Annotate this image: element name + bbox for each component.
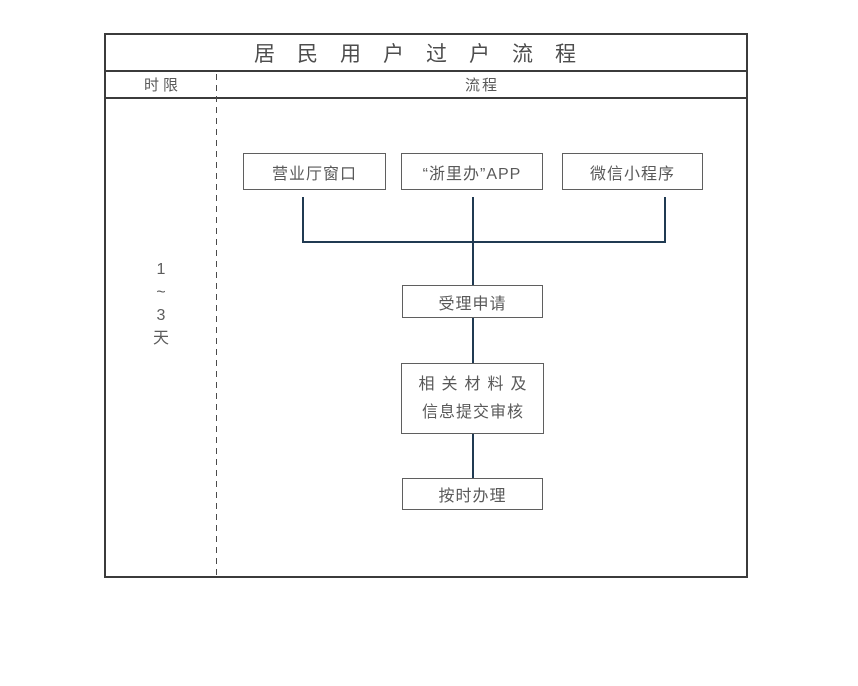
time-limit-char: 1 [156, 261, 166, 278]
channel-label: 营业厅窗口 [271, 165, 357, 183]
table-frame: 居民用户过户流程 时限 流程 1 ~ 3 天 营业厅窗口 [104, 33, 748, 578]
title-row: 居民用户过户流程 [106, 35, 746, 72]
flow-body: 1 ~ 3 天 营业厅窗口 “浙里办”APP 微信小程序 [106, 99, 746, 574]
channel-box-zheliban-app: “浙里办”APP [401, 153, 543, 190]
step-box-materials-review: 相关材料及 信息提交审核 [401, 363, 544, 434]
channel-label: 微信小程序 [589, 165, 675, 183]
time-limit-text: 1 ~ 3 天 [106, 262, 216, 347]
time-limit-char: 天 [152, 330, 169, 347]
step-box-timely-handling: 按时办理 [402, 478, 543, 510]
step-box-accept-application: 受理申请 [402, 285, 543, 318]
header-cell-time-limit: 时限 [143, 77, 182, 94]
channel-box-hall: 营业厅窗口 [243, 153, 386, 190]
step-label-line2: 信息提交审核 [421, 403, 524, 421]
channel-box-wechat-miniprogram: 微信小程序 [562, 153, 703, 190]
channel-label: “浙里办”APP [422, 165, 522, 183]
header-cell-process: 流程 [464, 77, 499, 94]
connector-drop-left [302, 197, 304, 242]
step-label-line1: 相关材料及 [418, 375, 534, 393]
page-title: 居民用户过户流程 [254, 42, 598, 66]
connector-materials-to-handle [472, 434, 474, 478]
connector-drop-right [664, 197, 666, 242]
step-label: 受理申请 [438, 295, 507, 313]
time-limit-column: 1 ~ 3 天 [106, 99, 216, 574]
step-label: 按时办理 [438, 488, 507, 505]
time-limit-char: ~ [156, 284, 166, 301]
time-limit-char: 3 [156, 307, 166, 324]
header-row: 时限 流程 [106, 72, 746, 99]
column-divider-dashed [216, 74, 217, 576]
connector-accept-to-materials [472, 318, 474, 363]
connector-merge-horizontal [302, 241, 666, 243]
